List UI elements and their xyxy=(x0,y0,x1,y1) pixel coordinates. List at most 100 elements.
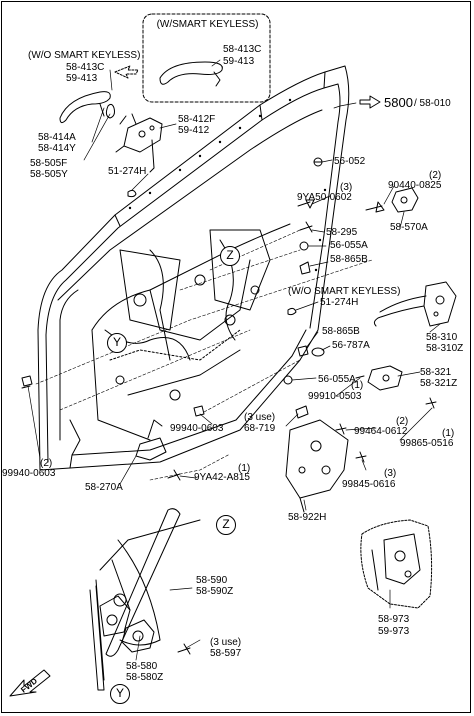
plug-56-052 xyxy=(313,157,323,167)
part-label: 68-719 xyxy=(244,423,276,434)
clip-lower xyxy=(287,307,297,316)
part-label-main: 5800 xyxy=(384,95,413,110)
part-label: 99464-0612 xyxy=(354,426,408,437)
outer-handle-standard xyxy=(59,91,111,124)
part-label: 58-597 xyxy=(210,648,242,659)
qty-label: (3 use) xyxy=(244,412,276,423)
door-check-58-270a xyxy=(135,419,167,461)
nut-99940-b xyxy=(193,405,205,417)
clip-68-719 xyxy=(295,405,309,419)
lock-cylinder xyxy=(391,187,419,213)
part-label: 58-973 xyxy=(378,614,410,625)
service-arrow-icon xyxy=(359,95,381,109)
part-label: 58-922H xyxy=(288,512,327,523)
part-label: 99865-0516 xyxy=(400,438,454,449)
bolt-99865 xyxy=(425,397,437,409)
part-label: 58-413C xyxy=(223,44,262,55)
part-label: 90440-0825 xyxy=(388,180,442,191)
part-label: 58-295 xyxy=(326,227,358,238)
part-label: 58-505Y xyxy=(30,169,68,180)
latch-58-321 xyxy=(355,365,403,391)
leader-lines xyxy=(27,59,441,661)
part-label: 58-580Z xyxy=(126,672,164,683)
regulator-bracket-58-922h xyxy=(285,419,349,513)
qty-label: (3 use) xyxy=(210,637,242,648)
part-label: 59-973 xyxy=(378,626,410,637)
double-arrow xyxy=(114,65,139,79)
door-outline xyxy=(37,65,350,471)
part-label: 99910-0503 xyxy=(308,391,362,402)
smart-keyless-callout-box xyxy=(142,13,271,103)
part-label: 58-412F xyxy=(178,114,216,125)
bolt-9ya42 xyxy=(167,469,181,481)
fwd-arrow xyxy=(9,669,51,697)
part-label: / 58-010 xyxy=(414,98,451,109)
door-lock-assembly xyxy=(373,281,457,327)
cap-58-295 xyxy=(299,221,313,233)
part-label: 99845-0616 xyxy=(342,479,396,490)
part-label: 58-414Y xyxy=(38,143,76,154)
part-label: 58-505F xyxy=(30,158,68,169)
outer-handle-keyless xyxy=(159,61,223,87)
qty-label: (3) xyxy=(384,468,397,479)
window-regulator-58-590 xyxy=(89,508,201,691)
grommet-56-055a xyxy=(299,241,309,251)
part-label: 58-270A xyxy=(85,482,123,493)
regulator-motor-58-580 xyxy=(121,619,155,653)
part-label: 58-321Z xyxy=(420,378,458,389)
part-label: 58-590 xyxy=(196,575,228,586)
part-label: 99940-0603 xyxy=(2,468,56,479)
part-label: 58-414A xyxy=(38,132,76,143)
bolt-99464 xyxy=(335,423,347,435)
ref-circle-y-low: Y xyxy=(110,684,130,704)
qty-label: (2) xyxy=(429,170,442,181)
part-label: 9YA42-A815 xyxy=(194,472,250,483)
clip-upper xyxy=(127,189,137,198)
nut-99940-a xyxy=(21,375,33,389)
part-label: 58-310 xyxy=(426,332,458,343)
bolt-58-597 xyxy=(177,643,191,655)
group-without-smart-keyless-mid: (W/O SMART KEYLESS) xyxy=(288,286,401,297)
part-label: 59-413 xyxy=(223,56,255,67)
qty-label: (2) xyxy=(396,416,409,427)
bolt-99845 xyxy=(355,451,367,463)
part-label: 58-321 xyxy=(420,367,452,378)
qty-label: (1) xyxy=(442,428,455,439)
part-label: 58-310Z xyxy=(426,343,464,354)
bolt-90440 xyxy=(365,201,385,213)
part-label: 58-865B xyxy=(330,254,368,265)
part-label: 56-055A xyxy=(318,374,356,385)
part-label: 99940-0603 xyxy=(170,423,224,434)
part-label: 58-590Z xyxy=(196,586,234,597)
trim-panel-58-973 xyxy=(360,519,433,609)
frame-rivets xyxy=(128,98,327,272)
part-label: 58-865B xyxy=(322,326,360,337)
handle-bracket xyxy=(115,113,163,173)
qty-label: (3) xyxy=(340,182,353,193)
part-label: 56-052 xyxy=(334,156,366,167)
part-label: 58-413C xyxy=(66,62,105,73)
group-without-smart-keyless-top: (W/O SMART KEYLESS) xyxy=(28,50,141,61)
ref-circle-z-low: Z xyxy=(216,515,236,535)
part-label: 56-787A xyxy=(332,340,370,351)
qty-label: (1) xyxy=(238,463,251,474)
qty-label: (1) xyxy=(351,380,364,391)
part-label: 58-580 xyxy=(126,661,158,672)
part-label: 51-274H xyxy=(320,297,359,308)
pin-58-865b xyxy=(299,261,311,275)
qty-label: (2) xyxy=(40,458,53,469)
gasket xyxy=(105,103,115,119)
ref-circle-z-mid: Z xyxy=(220,246,240,266)
grommet-56-055a-lower xyxy=(283,375,293,385)
group-with-smart-keyless: (W/SMART KEYLESS) xyxy=(156,19,259,30)
pin-58-865b-lower xyxy=(297,345,309,357)
part-label: 56-055A xyxy=(330,240,368,251)
part-label: 58-570A xyxy=(390,222,428,233)
part-label: 59-413 xyxy=(66,73,98,84)
ref-circle-y-mid: Y xyxy=(107,333,127,353)
part-label: 59-412 xyxy=(178,125,210,136)
spring-56-787a xyxy=(311,347,325,357)
part-label: 51-274H xyxy=(108,166,147,177)
